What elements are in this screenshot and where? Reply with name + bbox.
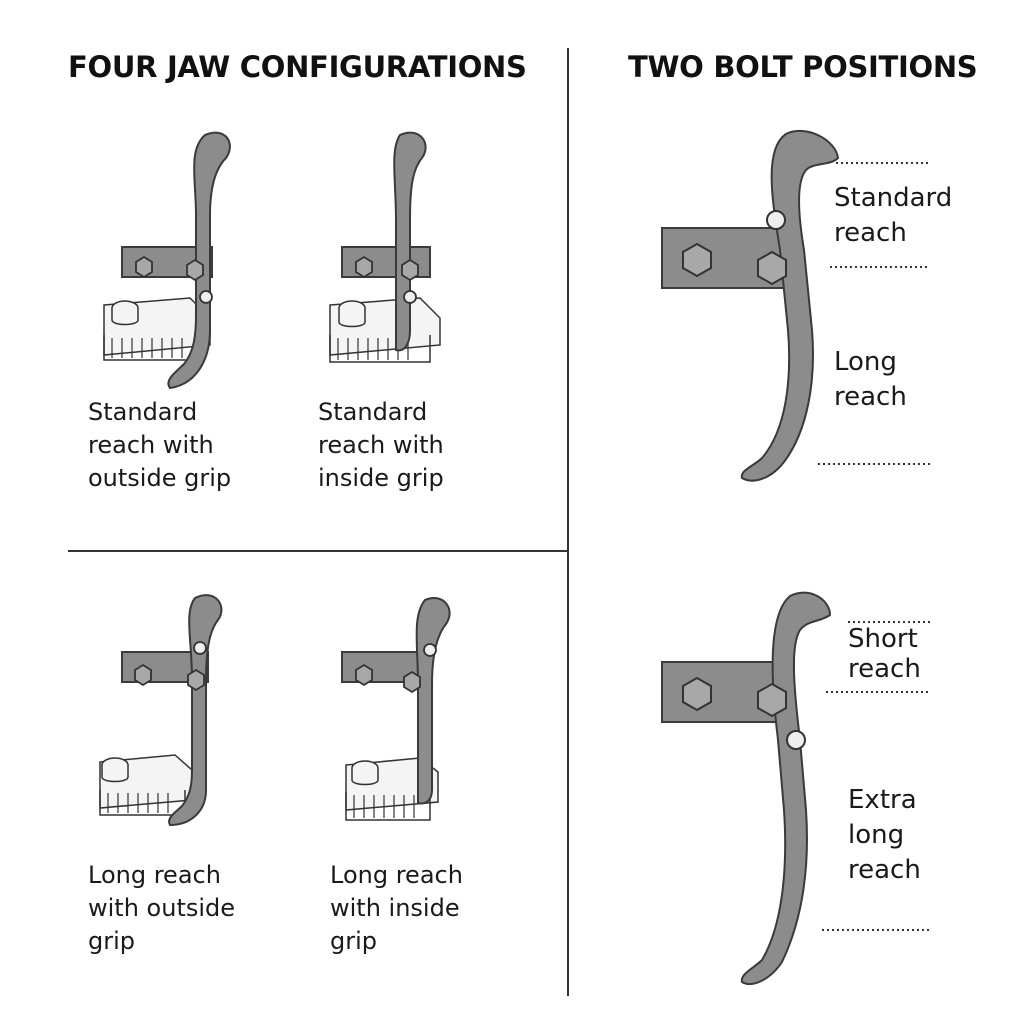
config-illustration-1 xyxy=(103,131,231,390)
config-caption-2: Standard reach with inside grip xyxy=(318,396,444,495)
caption-line: grip xyxy=(88,927,136,955)
jaw-arm xyxy=(393,131,427,352)
zone-line: long xyxy=(848,820,905,850)
caption-line: grip xyxy=(330,927,378,955)
gear-icon xyxy=(329,297,441,363)
standard-reach-label: Standard reach xyxy=(834,181,952,251)
bolt-icon xyxy=(682,676,806,750)
bolt-icon xyxy=(355,255,419,304)
bolt-icon xyxy=(134,641,207,692)
caption-line: Long reach xyxy=(330,861,463,889)
horizontal-divider xyxy=(68,550,568,552)
gear-icon xyxy=(345,757,439,821)
config-caption-4: Long reach with inside grip xyxy=(330,859,463,958)
short-reach-label: Short reach xyxy=(848,624,921,684)
zone-line: reach xyxy=(834,382,907,412)
caption-line: with outside xyxy=(88,894,236,922)
zone-line: reach xyxy=(848,654,921,684)
long-reach-label: Long reach xyxy=(834,345,907,415)
jaw-arm xyxy=(740,591,832,985)
zone-line: Standard xyxy=(834,183,953,213)
zone-line: reach xyxy=(848,855,921,885)
caption-line: reach with xyxy=(88,431,214,459)
reach-marker-lines xyxy=(822,621,930,931)
caption-line: with inside xyxy=(330,894,460,922)
config-illustration-4 xyxy=(341,597,451,821)
config-illustration-3 xyxy=(99,594,223,827)
bolt-position-illustration-1 xyxy=(661,129,930,482)
caption-line: reach with xyxy=(318,431,444,459)
caption-line: Long reach xyxy=(88,861,221,889)
reach-marker-lines xyxy=(818,162,930,465)
zone-line: Extra xyxy=(848,785,917,815)
four-jaw-configurations-heading: FOUR JAW CONFIGURATIONS xyxy=(68,50,527,84)
config-illustration-2 xyxy=(329,131,441,363)
extra-long-reach-label: Extra long reach xyxy=(848,783,921,888)
bolt-icon xyxy=(682,210,787,286)
config-caption-1: Standard reach with outside grip xyxy=(88,396,231,495)
zone-line: Long xyxy=(834,347,897,377)
jaw-arm xyxy=(740,129,840,482)
caption-line: Standard xyxy=(318,398,428,426)
two-bolt-positions-heading: TWO BOLT POSITIONS xyxy=(628,50,978,84)
bolt-position-illustration-2 xyxy=(661,591,930,985)
caption-line: outside grip xyxy=(88,464,232,492)
bolt-icon xyxy=(355,643,437,694)
bolt-icon xyxy=(135,255,213,304)
jaw-arm xyxy=(167,131,231,390)
gear-icon xyxy=(99,754,193,816)
vertical-divider xyxy=(567,48,569,996)
zone-line: Short xyxy=(848,624,918,654)
caption-line: inside grip xyxy=(318,464,444,492)
caption-line: Standard xyxy=(88,398,198,426)
config-caption-3: Long reach with outside grip xyxy=(88,859,235,958)
zone-line: reach xyxy=(834,218,907,248)
